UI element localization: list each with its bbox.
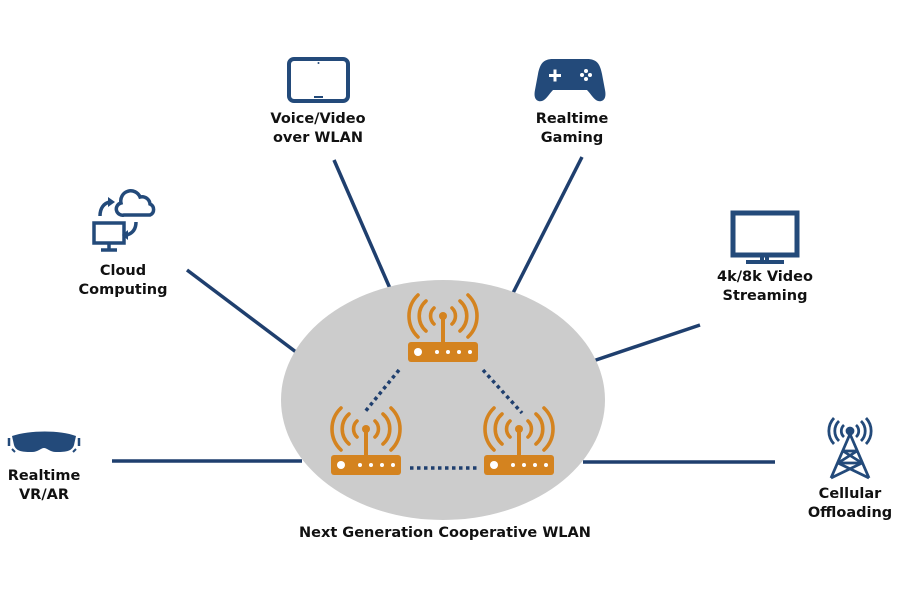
label-gaming-line1: Realtime — [535, 111, 609, 127]
label-video-streaming: 4k/8k Video Streaming — [700, 268, 830, 306]
link-top-to-bottom-right — [481, 368, 524, 415]
label-cellular-line2: Offloading — [807, 505, 893, 521]
link-top-to-bottom-left — [362, 368, 401, 415]
label-cloud-line1: Cloud — [99, 263, 147, 279]
gamepad-icon — [534, 59, 606, 102]
label-voice-video-line2: over WLAN — [272, 130, 364, 146]
monitor-icon — [730, 210, 800, 264]
label-cellular-line1: Cellular — [818, 486, 882, 502]
label-voice-video: Voice/Video over WLAN — [258, 110, 378, 148]
label-gaming: Realtime Gaming — [512, 110, 632, 148]
connector-gaming — [509, 156, 584, 298]
label-vr-ar-line1: Realtime — [7, 468, 81, 484]
label-video-streaming-line1: 4k/8k Video — [717, 269, 813, 285]
connector-video-streaming — [592, 323, 701, 363]
label-video-streaming-line2: Streaming — [722, 288, 808, 304]
cloud-computing-icon — [92, 189, 156, 252]
label-vr-ar: Realtime VR/AR — [0, 467, 88, 505]
label-voice-video-line1: Voice/Video — [270, 111, 366, 127]
vr-headset-icon — [7, 431, 81, 453]
connector-voice-video — [332, 159, 394, 294]
tablet-icon — [287, 57, 350, 103]
diagram-caption: Next Generation Cooperative WLAN — [299, 525, 591, 541]
label-vr-ar-line2: VR/AR — [18, 487, 70, 503]
label-cellular: Cellular Offloading — [800, 485, 900, 523]
label-gaming-line2: Gaming — [540, 130, 604, 146]
connector-cloud — [185, 268, 298, 354]
cloud-arrow-heads — [108, 197, 128, 240]
label-cloud-line2: Computing — [78, 282, 168, 298]
cell-tower-icon — [827, 417, 873, 480]
label-cloud: Cloud Computing — [63, 262, 183, 300]
